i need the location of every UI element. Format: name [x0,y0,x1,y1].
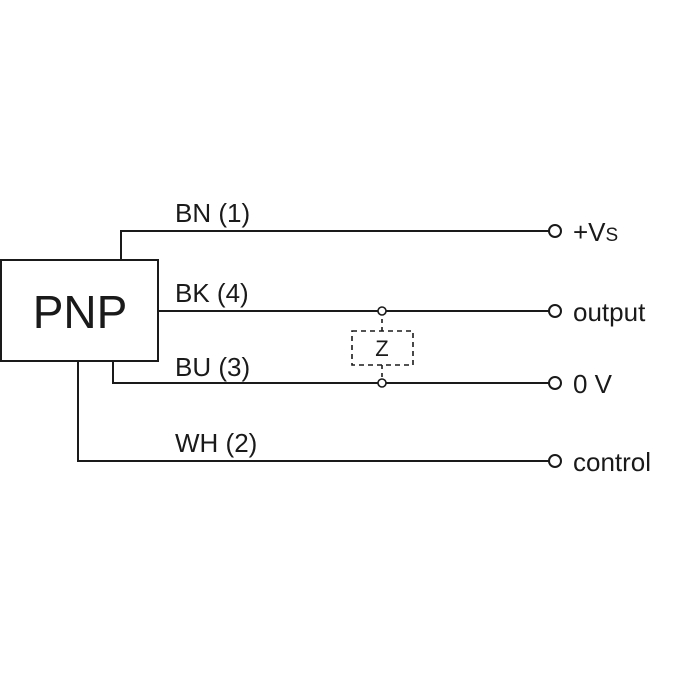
load-impedance-box [351,330,414,366]
wire-bn-label: BN (1) [175,198,250,228]
terminal-control-label: control [573,447,651,477]
load-node-output [377,306,387,316]
terminal-supply-label: +VS [573,217,618,247]
terminal-output-label: output [573,297,646,327]
terminal-output [548,304,562,318]
terminal-ground [548,376,562,390]
pnp-device-box [0,259,159,362]
wire-bu-label: BU (3) [175,352,250,382]
terminal-supply-main: +V [573,217,606,247]
terminal-supply-subscript: S [606,225,619,246]
terminal-ground-label: 0 V [573,369,613,399]
wire-bu [112,361,549,384]
wire-wh [77,361,549,462]
terminal-supply [548,224,562,238]
terminal-control [548,454,562,468]
load-node-ground [377,378,387,388]
wire-wh-label: WH (2) [175,428,257,458]
load-impedance-label: Z [375,336,388,361]
pnp-device-label: PNP [33,286,128,338]
wire-bk-label: BK (4) [175,278,249,308]
wire-bn [120,230,549,260]
